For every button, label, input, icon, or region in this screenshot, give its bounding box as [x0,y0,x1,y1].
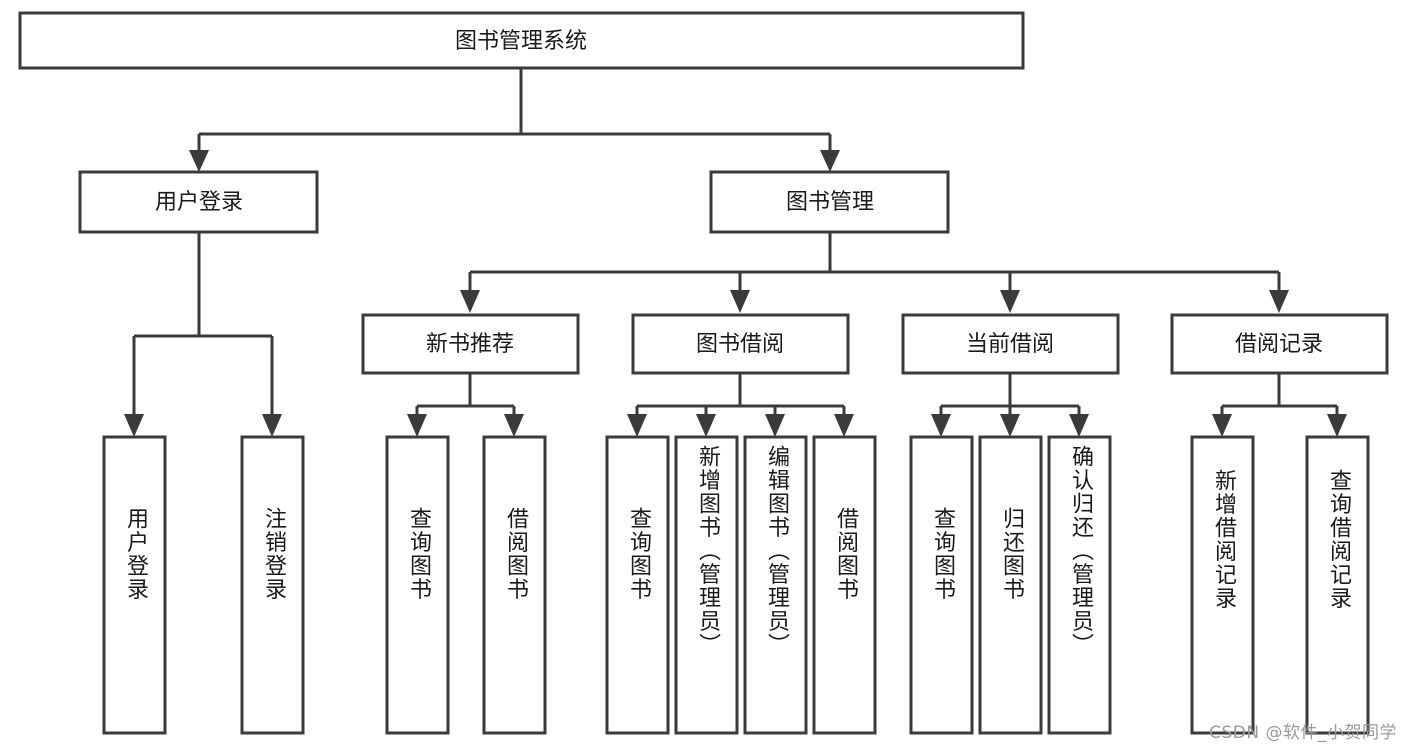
arrow-head-bookborrow-2 [696,414,716,437]
arrow-head-newbook-1 [407,414,427,437]
leaf-box-new-book-1[interactable] [482,435,547,735]
node-borrow-record-box[interactable] [1170,313,1389,375]
node-book-borrow-box[interactable] [631,313,850,375]
leaf-box-user-login-1[interactable] [240,435,305,735]
leaf-box-book-borrow-2[interactable] [743,435,808,735]
arrow-head-bookmanage-3 [1000,290,1020,313]
leaf-box-new-book-0[interactable] [385,435,450,735]
arrow-head-currentborrow-3 [1069,414,1089,437]
node-current-borrow-box[interactable] [901,313,1120,375]
leaf-boxes-book-borrow [605,435,877,735]
node-user-login[interactable]: 用户登录 [78,170,319,234]
arrow-head-bookmanage-2 [730,290,750,313]
node-user-login-label: 用户登录 [155,190,243,215]
connector-group-root [189,68,840,172]
leaf-boxes-current-borrow [909,435,1112,735]
leaf-box-user-login-0[interactable] [102,435,167,735]
arrow-head-userlogin-2 [262,414,282,437]
watermark-label: CSDN @软件_小贺同学 [1209,723,1397,743]
node-new-book-recommend-label: 新书推荐 [426,332,514,357]
arrow-head-root-1 [189,150,209,172]
leaf-box-current-borrow-2[interactable] [1047,435,1112,735]
arrow-head-userlogin-1 [124,414,144,437]
arrow-head-bookborrow-3 [765,414,785,437]
leaf-box-book-borrow-1[interactable] [674,435,739,735]
node-root-label: 图书管理系统 [455,29,587,54]
leaf-boxes-new-book [385,435,547,735]
leaf-box-borrow-record-1[interactable] [1305,435,1370,735]
node-borrow-record-label: 借阅记录 [1235,332,1323,357]
node-book-manage-label: 图书管理 [786,190,874,215]
node-user-login-box[interactable] [78,170,319,234]
node-book-manage[interactable]: 图书管理 [709,170,950,234]
leaf-box-borrow-record-0[interactable] [1190,435,1255,735]
node-borrow-record[interactable]: 借阅记录 [1170,313,1389,375]
arrow-head-bookborrow-4 [834,414,854,437]
arrow-head-bookborrow-1 [627,414,647,437]
leaf-box-current-borrow-0[interactable] [909,435,974,735]
leaf-box-book-borrow-0[interactable] [605,435,670,735]
node-current-borrow-label: 当前借阅 [966,332,1054,357]
arrow-head-currentborrow-1 [931,414,951,437]
arrow-head-currentborrow-2 [1000,414,1020,437]
arrow-head-bookmanage-1 [460,290,480,313]
node-book-borrow-label: 图书借阅 [696,332,784,357]
node-book-manage-box[interactable] [709,170,950,234]
connector-group-current-borrow [931,374,1089,437]
arrow-head-borrowrecord-2 [1327,414,1347,437]
node-root-box[interactable] [18,11,1025,70]
arrow-head-bookmanage-4 [1269,290,1289,313]
node-root[interactable]: 图书管理系统 [18,11,1025,70]
node-book-borrow[interactable]: 图书借阅 [631,313,850,375]
arrow-head-newbook-2 [504,414,524,437]
connector-group-new-book [407,374,524,437]
connector-group-user-login [124,232,282,437]
leaf-box-book-borrow-3[interactable] [812,435,877,735]
node-new-book-recommend-box[interactable] [361,313,580,375]
node-new-book-recommend[interactable]: 新书推荐 [361,313,580,375]
connector-group-borrow-record [1212,374,1347,437]
leaf-box-current-borrow-1[interactable] [978,435,1043,735]
connector-group-book-borrow [627,374,854,437]
arrow-head-borrowrecord-1 [1212,414,1232,437]
connector-group-book-manage [460,232,1289,313]
leaf-boxes-borrow-record [1190,435,1370,735]
leaf-boxes-user-login [102,435,305,735]
arrow-head-root-2 [820,150,840,172]
node-current-borrow[interactable]: 当前借阅 [901,313,1120,375]
